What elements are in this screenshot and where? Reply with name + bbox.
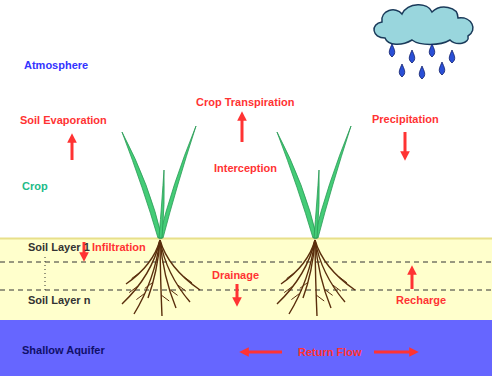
layer-label: Soil Layer 1	[28, 241, 90, 254]
root	[300, 282, 308, 288]
aquifer-band: Shallow Aquifer Return Flow	[0, 320, 492, 376]
root	[161, 295, 169, 301]
crop-plant	[122, 126, 200, 316]
process-label: Infiltration	[92, 241, 146, 254]
rain-drop	[429, 44, 434, 57]
root	[148, 240, 160, 298]
root	[287, 273, 295, 279]
soil-band: Soil Layer 1InfiltrationDrainageSoil Lay…	[0, 239, 492, 320]
rain-drop	[409, 50, 414, 63]
transpiration-arrow	[241, 116, 244, 142]
process-label: Drainage	[212, 269, 259, 282]
rain-drop	[449, 50, 454, 63]
process-label: Recharge	[396, 294, 446, 307]
region-label: Atmosphere	[24, 59, 88, 72]
rain-drop	[419, 66, 424, 79]
precipitation-arrow	[404, 132, 407, 156]
process-label: Interception	[214, 162, 277, 175]
root	[315, 240, 345, 302]
leaf	[277, 132, 317, 238]
process-label: Soil Evaporation	[20, 114, 107, 127]
soil-band	[0, 238, 492, 320]
root	[129, 287, 137, 293]
root	[281, 240, 315, 284]
root	[333, 285, 341, 291]
root	[145, 282, 153, 288]
layer-label: Soil Layer n	[28, 294, 90, 307]
root	[136, 294, 144, 300]
crop-plant	[277, 126, 355, 316]
rain-drop	[439, 62, 444, 75]
root	[184, 277, 192, 283]
crop-plants	[122, 126, 355, 316]
leaf	[314, 170, 319, 238]
rain-drop	[399, 64, 404, 77]
root	[339, 277, 347, 283]
return-flow-arrow	[244, 351, 282, 354]
aquifer-band	[0, 320, 492, 376]
root	[316, 295, 324, 301]
root	[315, 240, 355, 290]
drainage-arrow	[236, 284, 239, 302]
return-flow-arrow	[374, 351, 414, 354]
recharge-arrow	[411, 270, 414, 289]
root	[160, 240, 190, 302]
root	[325, 289, 333, 295]
root	[170, 289, 178, 295]
root	[132, 273, 140, 279]
leaf	[159, 170, 164, 238]
rain-drops	[389, 44, 454, 79]
evaporation-arrow	[71, 138, 74, 160]
root	[303, 240, 315, 298]
region-label: Crop	[22, 180, 48, 193]
root	[160, 240, 200, 290]
leaf	[159, 126, 196, 238]
root	[284, 287, 292, 293]
process-label: Crop Transpiration	[196, 96, 294, 109]
layer-boundary	[0, 262, 492, 263]
leaf	[122, 132, 162, 238]
flux-arrows	[72, 116, 414, 352]
rain-cloud	[374, 5, 473, 45]
process-label: Return Flow	[298, 346, 362, 359]
soil-surface	[0, 238, 492, 240]
layer-label: Shallow Aquifer	[22, 344, 105, 357]
root	[178, 285, 186, 291]
process-label: Precipitation	[372, 113, 439, 126]
layer-ellipsis	[45, 257, 46, 291]
root	[277, 240, 315, 304]
root	[291, 294, 299, 300]
layer-boundary	[0, 290, 492, 291]
rain-drop	[389, 44, 394, 57]
leaf	[314, 126, 351, 238]
